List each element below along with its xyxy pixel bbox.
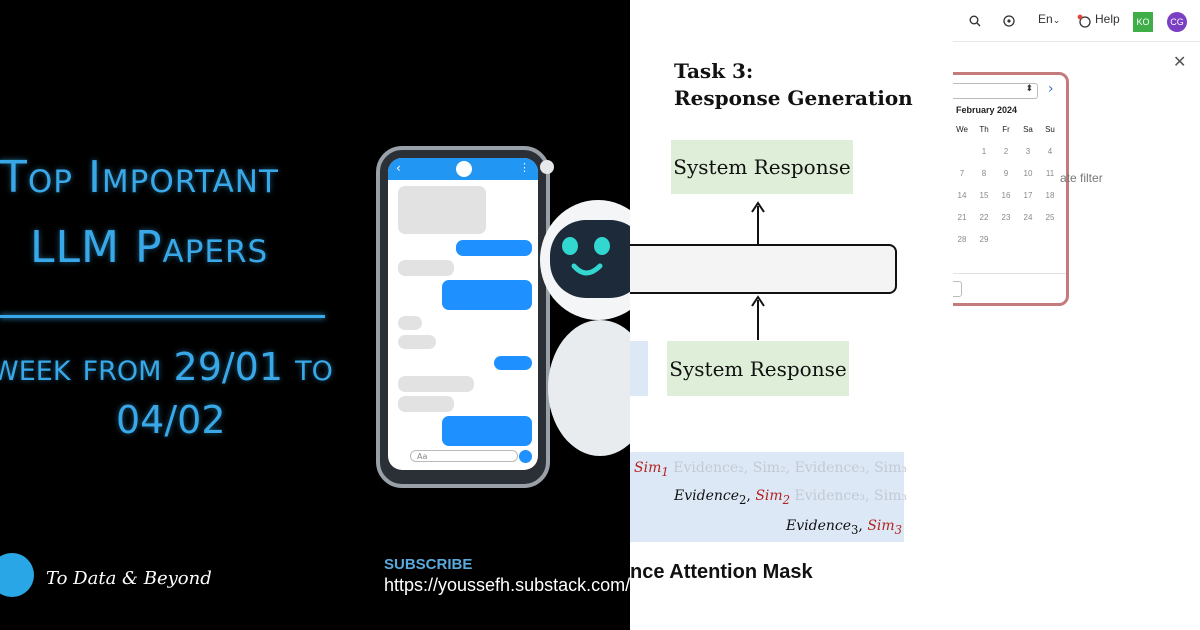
arrow-up-icon xyxy=(751,201,765,246)
add-circle-icon[interactable] xyxy=(1003,15,1015,27)
chat-bubble-sent xyxy=(442,416,532,446)
chat-bubble-received xyxy=(398,376,474,392)
phone-illustration: ‹ ⋮ Aa xyxy=(376,146,550,488)
calendar-day[interactable]: 9 xyxy=(1003,169,1009,178)
weekday-label: Th xyxy=(979,125,989,134)
promo-divider xyxy=(0,315,325,318)
promo-week-line1: week from 29/01 to xyxy=(0,345,333,389)
sim-term: Sim2 xyxy=(755,488,791,507)
brand-name: To Data & Beyond xyxy=(46,568,212,589)
system-response-output-box: System Response xyxy=(671,140,853,194)
masked-terms: Evidence₃, Sim₃ xyxy=(794,488,908,504)
promo-title-line1: Top Important xyxy=(0,152,279,203)
weekday-label: Su xyxy=(1045,125,1055,134)
calendar-day[interactable]: 16 xyxy=(1001,191,1011,200)
calendar-day[interactable]: 1 xyxy=(981,147,987,156)
calendar-day[interactable]: 17 xyxy=(1023,191,1033,200)
divider xyxy=(953,273,1066,274)
attention-mask-table: Sim1 Evidence₂, Sim₂, Evidence₃, Sim₃ Ev… xyxy=(630,452,907,542)
calendar-day[interactable]: 29 xyxy=(979,235,989,244)
mask-row-3: Evidence3, Sim3 xyxy=(786,518,902,537)
mask-row-1: Sim1 Evidence₂, Sim₂, Evidence₃, Sim₃ xyxy=(634,460,907,479)
help-icon[interactable] xyxy=(1077,14,1091,28)
promo-week-line2: 04/02 xyxy=(116,398,226,442)
sim-term: Sim3 xyxy=(867,518,903,537)
arrow-up-icon xyxy=(751,295,765,340)
calendar-day[interactable]: 4 xyxy=(1047,147,1053,156)
masked-terms: Evidence₂, Sim₂, Evidence₃, Sim₃ xyxy=(673,460,908,476)
avatar-icon xyxy=(456,161,472,177)
user-avatar-cg[interactable]: CG xyxy=(1167,12,1187,32)
subscribe-label: SUBSCRIBE xyxy=(384,556,473,573)
mask-row-2: Evidence2, Sim2 Evidence₃, Sim₃ xyxy=(674,488,907,507)
chat-bubble-received xyxy=(398,316,422,330)
more-icon: ⋮ xyxy=(519,161,530,174)
calendar-month-label: February 2024 xyxy=(956,105,1018,115)
chat-bubble-received xyxy=(398,186,486,234)
chat-bubble-sent xyxy=(456,240,532,256)
robot-antenna xyxy=(540,160,554,174)
calendar-day[interactable]: 8 xyxy=(981,169,987,178)
chat-bubble-received xyxy=(398,260,454,276)
diagram-panel: Task 3: Response Generation System Respo… xyxy=(630,0,953,630)
figure-caption: nce Attention Mask xyxy=(630,561,813,583)
search-icon[interactable] xyxy=(969,15,981,27)
calendar-day[interactable]: 23 xyxy=(1001,213,1011,222)
phone-message-input: Aa xyxy=(410,450,518,462)
language-select[interactable]: En⌄ xyxy=(1038,12,1061,26)
subscribe-link[interactable]: https://youssefh.substack.com/ xyxy=(384,575,630,595)
chevron-right-icon[interactable]: › xyxy=(1048,81,1054,97)
calendar-day[interactable]: 11 xyxy=(1045,169,1055,178)
chat-bubble-sent xyxy=(442,280,532,310)
phone-screen: ‹ ⋮ Aa xyxy=(388,158,538,470)
date-filter-label: ate filter xyxy=(1060,171,1103,185)
date-input[interactable] xyxy=(953,281,962,297)
calendar-day[interactable]: 24 xyxy=(1023,213,1033,222)
model-block xyxy=(630,244,897,294)
task-number: Task 3: xyxy=(674,59,754,83)
weekday-label: We xyxy=(956,125,968,134)
brand-logo-icon xyxy=(0,553,34,597)
calendar-day[interactable]: 28 xyxy=(957,235,967,244)
chat-bubble-received xyxy=(398,396,454,412)
close-icon[interactable]: ✕ xyxy=(1173,52,1187,71)
chat-bubble-received xyxy=(398,335,436,349)
robot-illustration xyxy=(540,200,630,456)
top-bar: En⌄ Help KO CG xyxy=(953,0,1200,42)
chat-bubble-sent xyxy=(494,356,532,370)
send-icon xyxy=(519,450,532,463)
weekday-label: Fr xyxy=(1002,125,1010,134)
calendar-day[interactable]: 15 xyxy=(979,191,989,200)
system-response-input-box: System Response xyxy=(667,341,849,396)
app-panel: En⌄ Help KO CG ✕ ⬍ › February 2024 We Th… xyxy=(953,0,1200,630)
back-icon: ‹ xyxy=(396,161,401,175)
promo-panel: Top Important LLM Papers week from 29/01… xyxy=(0,0,630,630)
promo-title-line2: LLM Papers xyxy=(30,222,269,273)
input-box-edge xyxy=(630,341,648,396)
phone-chat-header: ‹ ⋮ xyxy=(388,158,538,180)
weekday-label: Sa xyxy=(1023,125,1033,134)
calendar-day[interactable]: 7 xyxy=(959,169,965,178)
calendar-day[interactable]: 18 xyxy=(1045,191,1055,200)
evidence-term: Evidence3, xyxy=(786,518,863,537)
sim-term: Sim1 xyxy=(634,460,669,479)
month-select[interactable]: ⬍ xyxy=(953,83,1038,99)
task-heading: Task 3: Response Generation xyxy=(674,58,913,112)
user-avatar-ko[interactable]: KO xyxy=(1133,12,1153,32)
calendar-day[interactable]: 10 xyxy=(1023,169,1033,178)
task-title: Response Generation xyxy=(674,86,913,110)
help-link[interactable]: Help xyxy=(1095,12,1120,26)
calendar-day[interactable]: 14 xyxy=(957,191,967,200)
evidence-term: Evidence2, xyxy=(674,488,751,507)
calendar-day[interactable]: 25 xyxy=(1045,213,1055,222)
calendar-day[interactable]: 22 xyxy=(979,213,989,222)
calendar-day[interactable]: 21 xyxy=(957,213,967,222)
calendar-day[interactable]: 2 xyxy=(1003,147,1009,156)
calendar-day[interactable]: 3 xyxy=(1025,147,1031,156)
